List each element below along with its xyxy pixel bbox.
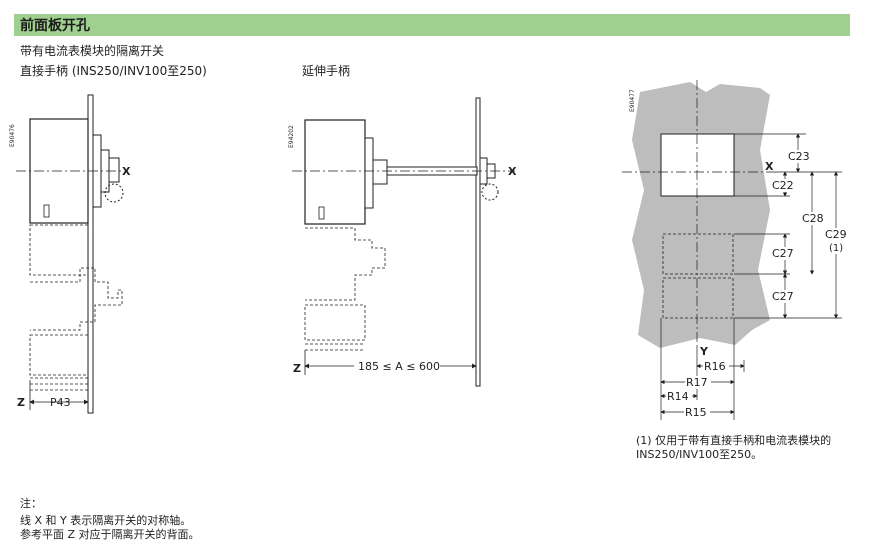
dim-c29: C29 bbox=[825, 228, 847, 241]
extended-handle-drawing bbox=[292, 97, 515, 387]
cutout-drawing bbox=[622, 80, 842, 420]
cutout-axis-y: Y bbox=[699, 345, 709, 358]
dim-r17: R17 bbox=[686, 376, 708, 389]
direct-axis-x: X bbox=[122, 165, 131, 178]
dim-c28: C28 bbox=[802, 212, 824, 225]
dim-c23: C23 bbox=[788, 150, 810, 163]
dim-p43: P43 bbox=[50, 396, 71, 409]
dim-c27-lower: C27 bbox=[772, 290, 794, 303]
cutout-code: E90477 bbox=[629, 89, 636, 112]
section-header: 前面板开孔 bbox=[14, 14, 850, 36]
notes-line-1: 线 X 和 Y 表示隔离开关的对称轴。 bbox=[20, 514, 192, 527]
footnote-line-1: (1) 仅用于带有直接手柄和电流表模块的 bbox=[636, 434, 832, 447]
direct-handle-label: 直接手柄 (INS250/INV100至250) bbox=[20, 64, 207, 78]
direct-handle-drawing bbox=[16, 94, 124, 414]
footnote-line-2: INS250/INV100至250。 bbox=[636, 448, 763, 461]
notes-line-2: 参考平面 Z 对应于隔离开关的背面。 bbox=[20, 528, 200, 541]
subtitle: 带有电流表模块的隔离开关 bbox=[20, 44, 165, 58]
cutout-axis-x: X bbox=[765, 160, 774, 173]
extended-axis-x: X bbox=[508, 165, 517, 178]
direct-handle-code: E90476 bbox=[9, 124, 16, 147]
dim-r15: R15 bbox=[685, 406, 707, 419]
notes-title: 注： bbox=[20, 497, 42, 510]
dim-r14: R14 bbox=[667, 390, 689, 403]
extended-handle-label: 延伸手柄 bbox=[302, 64, 351, 78]
extended-axis-z: Z bbox=[293, 362, 301, 375]
dim-r16: R16 bbox=[704, 360, 726, 373]
dim-c22: C22 bbox=[772, 179, 794, 192]
dim-range-a: 185 ≤ A ≤ 600 bbox=[358, 360, 440, 373]
section-title: 前面板开孔 bbox=[20, 18, 90, 34]
extended-handle-code: E94202 bbox=[288, 125, 295, 148]
dim-c27-upper: C27 bbox=[772, 247, 794, 260]
dim-c29-note: (1) bbox=[829, 243, 843, 254]
direct-axis-z: Z bbox=[17, 396, 25, 409]
